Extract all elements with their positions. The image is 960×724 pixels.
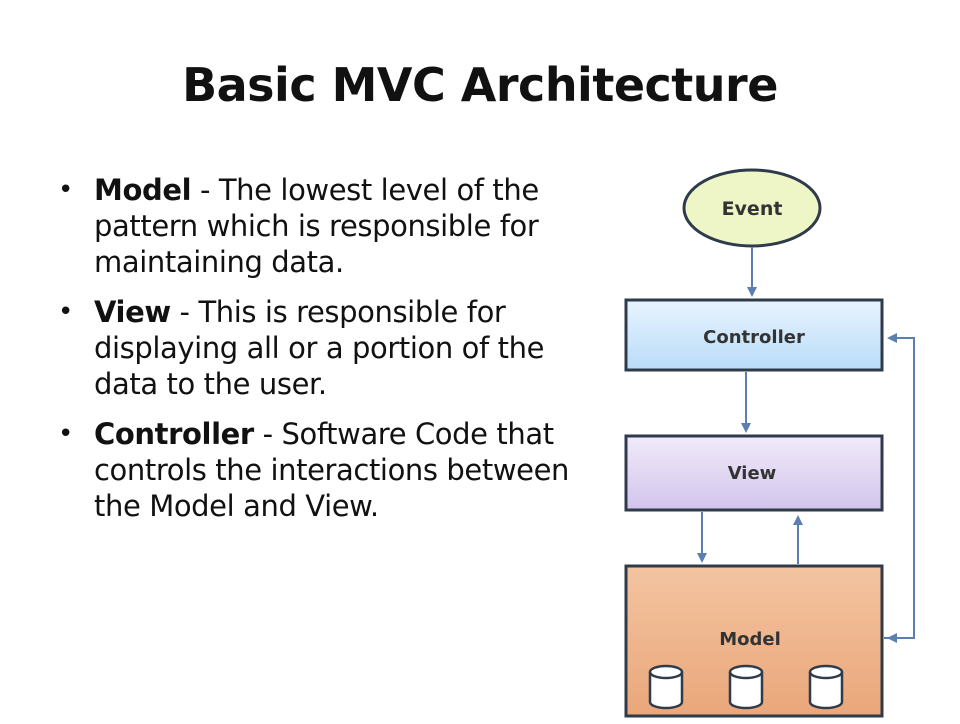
mvc-diagram: Event Controller View Model: [600, 160, 940, 720]
bullet-dot-icon: •: [58, 297, 73, 327]
bullet-separator: -: [170, 295, 199, 329]
database-icon: [648, 664, 684, 710]
bullet-separator: -: [191, 173, 219, 207]
event-label: Event: [722, 198, 783, 220]
database-icon: [808, 664, 844, 710]
bullet-controller: • Controller - Software Code that contro…: [58, 416, 578, 524]
view-label: View: [728, 463, 777, 484]
bullet-view: • View - This is responsible for display…: [58, 294, 578, 402]
bullet-list: • Model - The lowest level of the patter…: [58, 172, 578, 538]
slide-title: Basic MVC Architecture: [182, 58, 778, 112]
event-node: [682, 168, 822, 248]
controller-label: Controller: [703, 327, 805, 348]
bullet-dot-icon: •: [58, 175, 73, 205]
bullet-text: The lowest level of the pattern which is…: [94, 173, 539, 279]
view-node: [624, 434, 884, 512]
bullet-separator: -: [253, 417, 282, 451]
bullet-dot-icon: •: [58, 419, 73, 449]
bullet-text: Software Code that controls the interact…: [94, 417, 570, 523]
bullet-term: Model: [94, 173, 192, 207]
bullet-term: View: [94, 295, 171, 329]
mvc-diagram-svg: Event Controller View Model: [624, 168, 915, 718]
controller-node: [624, 298, 884, 372]
bullet-model: • Model - The lowest level of the patter…: [58, 172, 578, 280]
arrow-model-to-controller-loop: [884, 333, 915, 639]
database-icon: [728, 664, 764, 710]
bullet-term: Controller: [94, 417, 254, 451]
model-label: Model: [719, 629, 781, 650]
bullet-text: This is responsible for displaying all o…: [94, 295, 545, 401]
